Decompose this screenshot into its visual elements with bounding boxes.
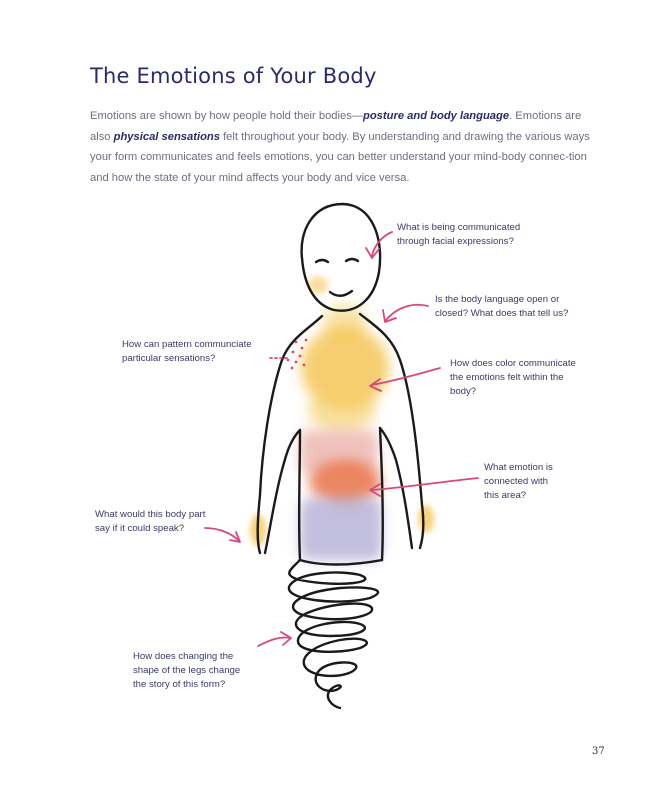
- cheek-wash: [308, 276, 328, 294]
- arrow-emotion-head: [369, 483, 381, 497]
- arrow-legs: [257, 636, 291, 647]
- annotation-line: connected with: [484, 476, 548, 487]
- annotation-line: the emotions felt within the: [450, 372, 564, 383]
- page-title: The Emotions of Your Body: [90, 64, 377, 88]
- right-side: [358, 312, 425, 550]
- annotation-line: What would this body part: [95, 509, 206, 520]
- upper-belly-wash: [308, 388, 376, 432]
- annotation-line: What is being communicated: [397, 222, 521, 233]
- arrow-legs-head: [280, 631, 292, 646]
- left-side: [256, 314, 324, 555]
- annotation-line: closed? What does that tell us?: [435, 308, 569, 319]
- annotation-line: the story of this form?: [133, 679, 226, 690]
- arrow-body-language-head: [382, 309, 397, 323]
- intro-text: felt throughout your body. By understand…: [90, 130, 590, 184]
- annotation-line: How does color communicate: [450, 358, 576, 369]
- annotation-line: Is the body language open or: [435, 294, 560, 305]
- page-number: 37: [592, 746, 605, 757]
- annotation-pattern: How can pattern communciate particular s…: [122, 338, 252, 366]
- arrow-color: [371, 367, 441, 386]
- chest-wash: [301, 326, 389, 410]
- intro-text: Emotions are shown by how people hold th…: [90, 110, 364, 122]
- intro-emphasis: physical sensations: [113, 130, 220, 143]
- annotation-line: shape of the legs change: [133, 665, 241, 676]
- torso-right: [378, 426, 385, 562]
- waist-line: [298, 558, 384, 566]
- annotation-line: What emotion is: [484, 462, 553, 473]
- arrow-face-head: [365, 247, 380, 259]
- torso-left: [297, 428, 302, 562]
- arrow-emotion: [371, 477, 479, 491]
- orange-wash: [309, 460, 381, 504]
- arrow-face: [371, 231, 393, 257]
- arrow-body-part-head: [229, 531, 241, 543]
- intro-paragraph: Emotions are shown by how people hold th…: [90, 106, 590, 188]
- mouth: [328, 289, 354, 297]
- annotation-line: How can pattern communciate: [122, 339, 252, 350]
- body-outline: [256, 202, 425, 710]
- annotation-line: body?: [450, 386, 477, 397]
- right-eye: [344, 257, 360, 263]
- intro-text: . Emotions are also: [90, 110, 582, 143]
- right-arm-inner: [378, 426, 414, 550]
- annotation-body-language: Is the body language open or closed? Wha…: [435, 293, 568, 321]
- annotation-line: particular sensations?: [122, 353, 216, 364]
- annotation-line: How does changing the: [133, 651, 234, 662]
- intro-emphasis: posture and body language: [363, 110, 510, 122]
- legs-coil: [287, 558, 379, 710]
- left-eye: [314, 258, 330, 264]
- arrow-color-head: [369, 378, 382, 392]
- annotation-arrows: [204, 231, 479, 647]
- annotation-body-part: What would this body part say if it coul…: [95, 508, 205, 536]
- arrow-body-part: [204, 527, 239, 541]
- annotation-emotion: What emotion is connected with this area…: [484, 461, 553, 503]
- pattern-dots: [286, 338, 308, 370]
- annotation-line: through facial expressions?: [397, 236, 514, 247]
- annotation-face: What is being communicated through facia…: [397, 221, 520, 249]
- annotation-color: How does color communicate the emotions …: [450, 357, 576, 399]
- annotation-line: this area?: [484, 490, 527, 501]
- left-arm-inner: [263, 428, 302, 555]
- annotation-legs: How does changing the shape of the legs …: [133, 650, 240, 692]
- arrow-body-language: [385, 303, 429, 321]
- annotation-line: say if it could speak?: [95, 523, 185, 534]
- head-outline: [300, 202, 382, 312]
- color-washes: [250, 276, 434, 560]
- right-hand-wash: [418, 505, 434, 533]
- lavender-wash: [300, 498, 382, 560]
